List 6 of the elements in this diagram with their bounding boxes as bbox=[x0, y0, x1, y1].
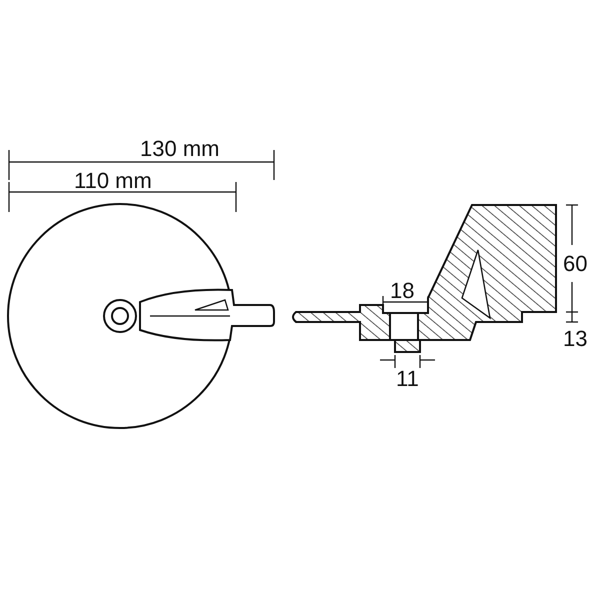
dimension-label: 110 mm bbox=[74, 170, 152, 192]
dimension-label: 18 bbox=[390, 280, 414, 302]
dimension-label: 60 bbox=[563, 253, 588, 275]
dimension-label: 11 bbox=[396, 368, 419, 390]
dimension-label: 13 bbox=[563, 328, 588, 350]
dimension-label: 130 mm bbox=[140, 138, 220, 160]
